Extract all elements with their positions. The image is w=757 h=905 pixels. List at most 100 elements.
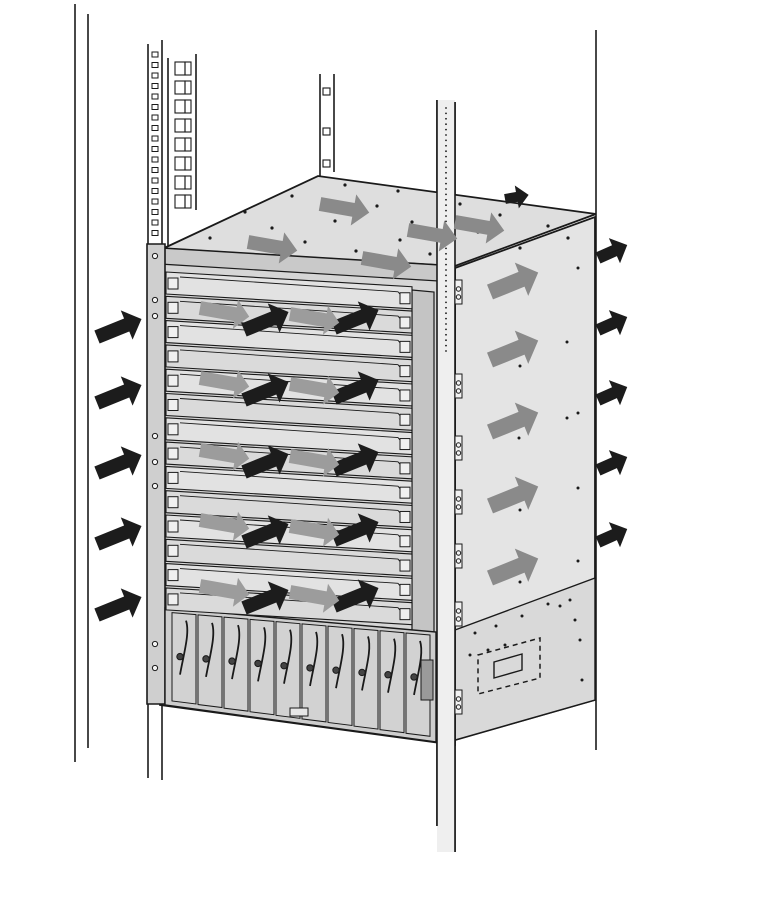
line-card-panel bbox=[165, 344, 413, 383]
power-connector bbox=[420, 659, 434, 701]
rail-hole bbox=[151, 72, 159, 79]
exhaust-arrow-icon bbox=[504, 185, 529, 209]
side-vent-dot bbox=[520, 614, 524, 618]
top-vent-dot bbox=[270, 226, 274, 230]
internal-airflow-arrow-icon bbox=[198, 369, 250, 399]
side-vent-dot bbox=[558, 604, 562, 608]
exhaust-arrow-icon bbox=[595, 450, 628, 476]
side-vent-dot bbox=[576, 266, 580, 270]
rail-screw bbox=[455, 286, 462, 292]
ear-screw bbox=[151, 252, 159, 260]
card-ejector-left bbox=[167, 350, 179, 363]
intake-arrow-icon bbox=[94, 376, 142, 410]
top-vent-dot bbox=[566, 236, 570, 240]
rail-hole bbox=[174, 61, 186, 76]
rail-hole bbox=[445, 182, 447, 185]
rail-hole bbox=[445, 247, 447, 250]
rail-hole bbox=[151, 51, 159, 58]
card-ejector-right bbox=[399, 559, 411, 572]
rail-hole bbox=[151, 219, 159, 226]
power-module-face bbox=[353, 627, 379, 730]
internal-airflow-arrow-icon bbox=[246, 232, 298, 264]
top-vent-dot bbox=[354, 249, 358, 253]
rail-hole bbox=[445, 215, 447, 217]
power-module-handle bbox=[257, 627, 267, 682]
power-module bbox=[353, 627, 379, 730]
rail-hole bbox=[184, 175, 192, 190]
rail-hole bbox=[184, 80, 192, 95]
power-module-latch bbox=[228, 657, 236, 665]
intake-arrow-icon bbox=[331, 513, 379, 547]
power-module bbox=[275, 621, 301, 719]
internal-airflow-arrow-icon bbox=[198, 511, 250, 541]
side-vent-dot bbox=[486, 648, 490, 652]
rail-hole bbox=[151, 146, 159, 152]
power-module-latch bbox=[358, 668, 366, 677]
intake-arrow-icon bbox=[241, 373, 289, 407]
card-ejector-left bbox=[167, 496, 179, 509]
side-vent-dot bbox=[518, 508, 522, 512]
rail-hole bbox=[445, 344, 447, 347]
power-module-face bbox=[327, 625, 353, 727]
side-vent-dot bbox=[546, 602, 550, 606]
ear-screw bbox=[151, 312, 159, 320]
card-ejector-left bbox=[167, 471, 179, 484]
power-module bbox=[405, 632, 431, 737]
line-card bbox=[165, 417, 413, 456]
ear-screw bbox=[151, 432, 159, 440]
card-ejector-right bbox=[399, 510, 411, 523]
exhaust-arrow-icon bbox=[595, 522, 628, 548]
rail-bracket bbox=[454, 543, 463, 569]
card-ejector-right bbox=[399, 535, 411, 548]
card-ejector-right bbox=[399, 462, 411, 475]
power-module bbox=[197, 614, 223, 709]
ear-screw bbox=[151, 482, 159, 490]
card-ejector-right bbox=[399, 413, 411, 426]
rail-bracket bbox=[454, 373, 463, 399]
power-module-latch bbox=[254, 659, 262, 668]
rail-hole bbox=[445, 128, 447, 131]
rail-screw bbox=[455, 380, 462, 386]
top-vent-dot bbox=[303, 240, 307, 244]
internal-airflow-arrow-icon bbox=[360, 248, 412, 280]
rail-screw bbox=[455, 696, 462, 702]
card-ejector-left bbox=[167, 593, 179, 606]
top-vent-dot bbox=[290, 194, 294, 198]
line-card-panel bbox=[165, 320, 413, 358]
card-ejector-left bbox=[167, 301, 179, 314]
rail-hole bbox=[445, 161, 447, 163]
power-module-face bbox=[301, 623, 327, 723]
intake-arrow-icon bbox=[331, 579, 379, 613]
exhaust-arrow-icon bbox=[595, 310, 628, 336]
power-module-handle bbox=[387, 638, 397, 693]
rail-hole bbox=[445, 198, 447, 201]
exhaust-arrow-icon bbox=[595, 238, 628, 264]
rail-hole bbox=[151, 135, 159, 142]
rail-hole bbox=[184, 194, 192, 209]
power-module-latch bbox=[176, 652, 184, 661]
rail-hole bbox=[184, 156, 192, 171]
power-module-latch bbox=[384, 671, 392, 679]
power-module-face bbox=[249, 618, 275, 716]
internal-airflow-arrow-icon bbox=[487, 402, 539, 440]
internal-airflow-arrow-icon bbox=[487, 330, 539, 368]
rail-hole bbox=[445, 144, 447, 147]
side-vent-dot bbox=[518, 364, 522, 368]
rail-hole bbox=[445, 209, 447, 212]
top-vent-dot bbox=[243, 210, 247, 214]
side-vent-dot bbox=[565, 340, 569, 344]
rail-hole bbox=[445, 350, 447, 352]
rail-hole bbox=[151, 230, 159, 236]
rail-screw bbox=[455, 450, 462, 456]
rail-hole bbox=[151, 114, 159, 121]
card-ejector-left bbox=[167, 399, 179, 411]
intake-arrow-icon bbox=[94, 588, 142, 622]
rail-screw bbox=[455, 608, 462, 614]
card-ejector-right bbox=[399, 389, 411, 402]
power-module-handle bbox=[179, 620, 189, 675]
rail-hole bbox=[445, 150, 447, 153]
rail-hole bbox=[445, 296, 447, 298]
intake-arrow-icon bbox=[331, 301, 379, 335]
rail-hole bbox=[445, 177, 447, 180]
ear-screw bbox=[151, 296, 159, 304]
